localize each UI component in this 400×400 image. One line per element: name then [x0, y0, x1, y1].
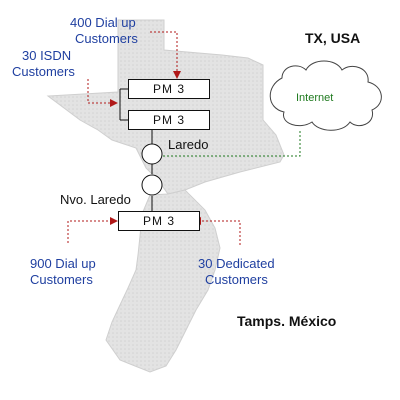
pm3-top-label: PM 3	[152, 82, 185, 96]
arrow-900-dialup	[67, 217, 118, 243]
label-30-isdn-line1: 30 ISDN	[22, 48, 72, 63]
region-tamps-mexico: Tamps. México	[237, 313, 337, 329]
tamaulipas-map-region	[105, 189, 221, 373]
pm3-box-middle: PM 3	[128, 110, 210, 130]
pm3-bottom-label: PM 3	[142, 214, 175, 228]
internet-cloud	[269, 60, 382, 131]
laredo-router-node	[141, 143, 163, 165]
region-tx-usa: TX, USA	[305, 30, 361, 46]
label-900-dialup-line1: 900 Dial up	[30, 256, 96, 271]
customer-arrows	[67, 31, 241, 245]
label-400-dialup-line2: Customers	[75, 31, 138, 46]
nvo-laredo-router-node	[141, 174, 163, 196]
label-30-isdn-line2: Customers	[12, 64, 75, 79]
label-30-dedicated-line2: Customers	[205, 272, 268, 287]
label-30-dedicated-line1: 30 Dedicated	[198, 256, 275, 271]
pm3-middle-label: PM 3	[152, 113, 185, 127]
city-laredo: Laredo	[168, 137, 209, 152]
label-900-dialup-line2: Customers	[30, 272, 93, 287]
arrow-400-dialup	[150, 31, 181, 79]
arrow-30-dedicated	[193, 217, 241, 245]
pm3-box-top: PM 3	[128, 79, 210, 99]
pm3-box-bottom: PM 3	[118, 211, 200, 231]
internet-label: Internet	[296, 92, 334, 104]
internet-link	[163, 131, 301, 157]
arrow-30-isdn	[87, 79, 118, 107]
texas-map-region	[46, 19, 285, 195]
label-400-dialup-line1: 400 Dial up	[70, 15, 136, 30]
city-nvo-laredo: Nvo. Laredo	[60, 192, 131, 207]
